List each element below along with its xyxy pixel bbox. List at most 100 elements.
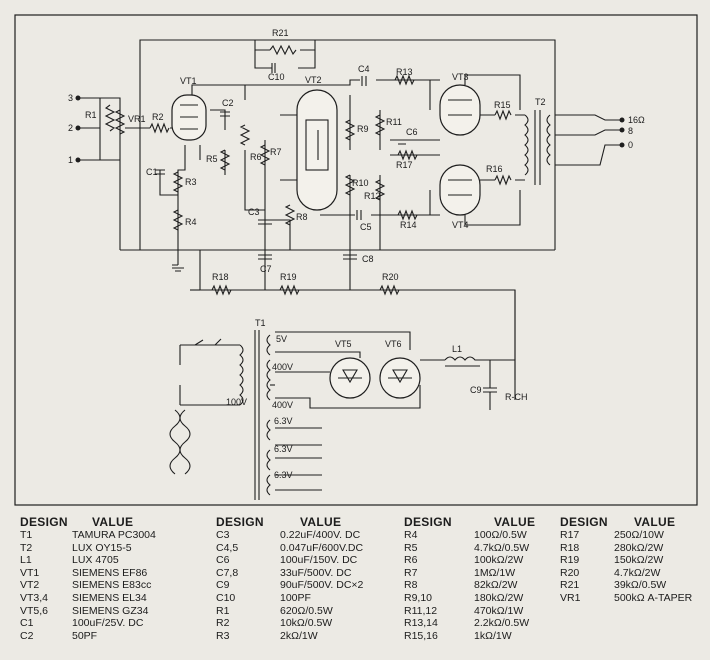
part-value: TAMURA PC3004 — [72, 529, 156, 541]
label-6v3-a: 6.3V — [274, 416, 293, 426]
label-input-3: 3 — [68, 93, 73, 103]
label-r19: R19 — [280, 272, 297, 282]
label-output-8: 8 — [628, 126, 633, 136]
label-output-0: 0 — [628, 140, 633, 150]
label-400v-b: 400V — [272, 400, 293, 410]
header-value: VALUE — [300, 515, 342, 529]
label-c10: C10 — [268, 72, 285, 82]
part-value: SIEMENS EF86 — [72, 566, 148, 579]
parts-row: R19 150kΩ/2W — [560, 554, 692, 567]
part-designator: R13,14 — [404, 617, 438, 630]
part-value: SIEMENS EL34 — [72, 591, 147, 604]
power-supply-wiring — [169, 290, 516, 500]
part-designator: R11,12 — [404, 604, 438, 617]
parts-row: R15,16 1kΩ/1W — [404, 630, 535, 643]
label-6v3-c: 6.3V — [274, 470, 293, 480]
part-value: 4.7kΩ/0.5W — [474, 541, 530, 554]
part-designator: R17 — [560, 529, 580, 541]
part-value: 2kΩ/1W — [280, 629, 318, 642]
component-labels: VT1 VT2 VT3 VT4 VT5 VT6 R1 R2 R3 R4 R5 R… — [68, 28, 645, 480]
part-designator: R20 — [560, 566, 580, 579]
label-r5: R5 — [206, 154, 218, 164]
label-400v-a: 400V — [272, 362, 293, 372]
part-designator: R18 — [560, 541, 580, 554]
label-r14: R14 — [400, 220, 417, 230]
part-designator: C6 — [216, 554, 230, 567]
part-designator: R19 — [560, 554, 580, 567]
part-value: 10kΩ/0.5W — [280, 617, 333, 630]
label-r18: R18 — [212, 272, 229, 282]
part-value: 100kΩ/2W — [474, 554, 524, 567]
label-vt5: VT5 — [335, 339, 352, 349]
schematic-frame — [14, 14, 698, 506]
parts-row: R11,12 470kΩ/1W — [404, 605, 535, 618]
part-designator: L1 — [20, 554, 32, 567]
part-designator: R8 — [404, 579, 418, 592]
part-value: 0.22uF/400V. DC — [280, 529, 361, 541]
parts-row: R6 100kΩ/2W — [404, 554, 535, 567]
part-designator: T1 — [20, 529, 33, 541]
header-design: DESIGN — [20, 515, 68, 529]
label-r8: R8 — [296, 212, 308, 222]
part-designator: R15,16 — [404, 629, 438, 642]
part-value: SIEMENS GZ34 — [72, 604, 149, 617]
part-designator: VT5,6 — [20, 604, 49, 617]
label-vt6: VT6 — [385, 339, 402, 349]
part-value: 50PF — [72, 629, 98, 642]
tube-vt4 — [439, 164, 481, 216]
part-designator: R3 — [216, 629, 230, 642]
label-c6: C6 — [406, 127, 418, 137]
part-designator: R9,10 — [404, 591, 433, 604]
part-designator: C7,8 — [216, 566, 239, 579]
part-value: LUX OY15-5 — [72, 541, 132, 554]
tube-vt3 — [439, 84, 481, 136]
label-r6: R6 — [250, 152, 262, 162]
part-designator: R7 — [404, 566, 418, 579]
label-r1: R1 — [85, 110, 97, 120]
amp-wiring — [78, 39, 620, 380]
label-r13: R13 — [396, 67, 413, 77]
label-t1: T1 — [255, 318, 266, 328]
part-designator: VT1 — [20, 566, 40, 579]
header-value: VALUE — [494, 515, 536, 529]
part-designator: C4,5 — [216, 541, 239, 554]
part-value: 1kΩ/1W — [474, 629, 512, 642]
part-designator: R4 — [404, 529, 418, 541]
parts-row: T1 TAMURA PC3004 — [20, 529, 156, 542]
label-r15: R15 — [494, 100, 511, 110]
label-c5: C5 — [360, 222, 372, 232]
part-value: 150kΩ/2W — [614, 554, 664, 567]
parts-row: VT5,6 SIEMENS GZ34 — [20, 605, 156, 618]
part-value: 100PF — [280, 591, 311, 604]
part-value: 500kΩ A-TAPER — [614, 591, 693, 604]
label-vt1: VT1 — [180, 76, 197, 86]
label-output-16: 16Ω — [628, 115, 645, 125]
label-r-ch: R-CH — [505, 392, 528, 402]
header-value: VALUE — [634, 515, 676, 529]
label-vt4: VT4 — [452, 220, 469, 230]
tube-vt1 — [171, 94, 207, 141]
label-vr1: VR1 — [128, 114, 146, 124]
part-designator: R6 — [404, 554, 418, 567]
label-input-2: 2 — [68, 123, 73, 133]
part-value: 470kΩ/1W — [474, 604, 524, 617]
